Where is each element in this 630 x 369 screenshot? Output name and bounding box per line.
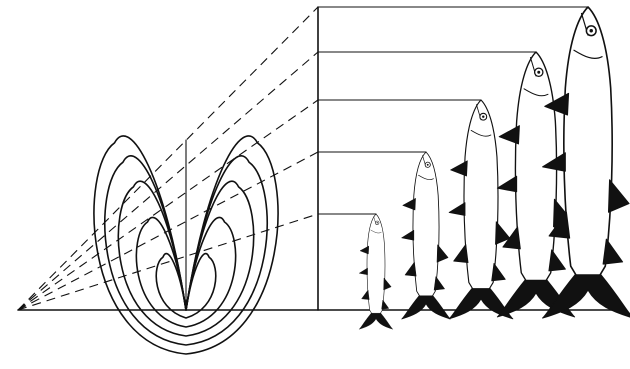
perspective-ray-5	[18, 7, 318, 310]
nested-growth-shells	[94, 136, 278, 354]
fish-sequence	[359, 7, 630, 329]
fish-1	[359, 214, 393, 329]
tail-fin	[359, 313, 393, 329]
fish-2	[402, 152, 451, 319]
perspective-rays	[18, 7, 318, 310]
fish-4	[497, 52, 574, 317]
tail-fin	[402, 296, 451, 319]
perspective-ray-3	[18, 100, 318, 310]
fish-5	[543, 7, 630, 318]
fish-3	[449, 100, 513, 319]
perspective-ray-4	[18, 52, 318, 310]
